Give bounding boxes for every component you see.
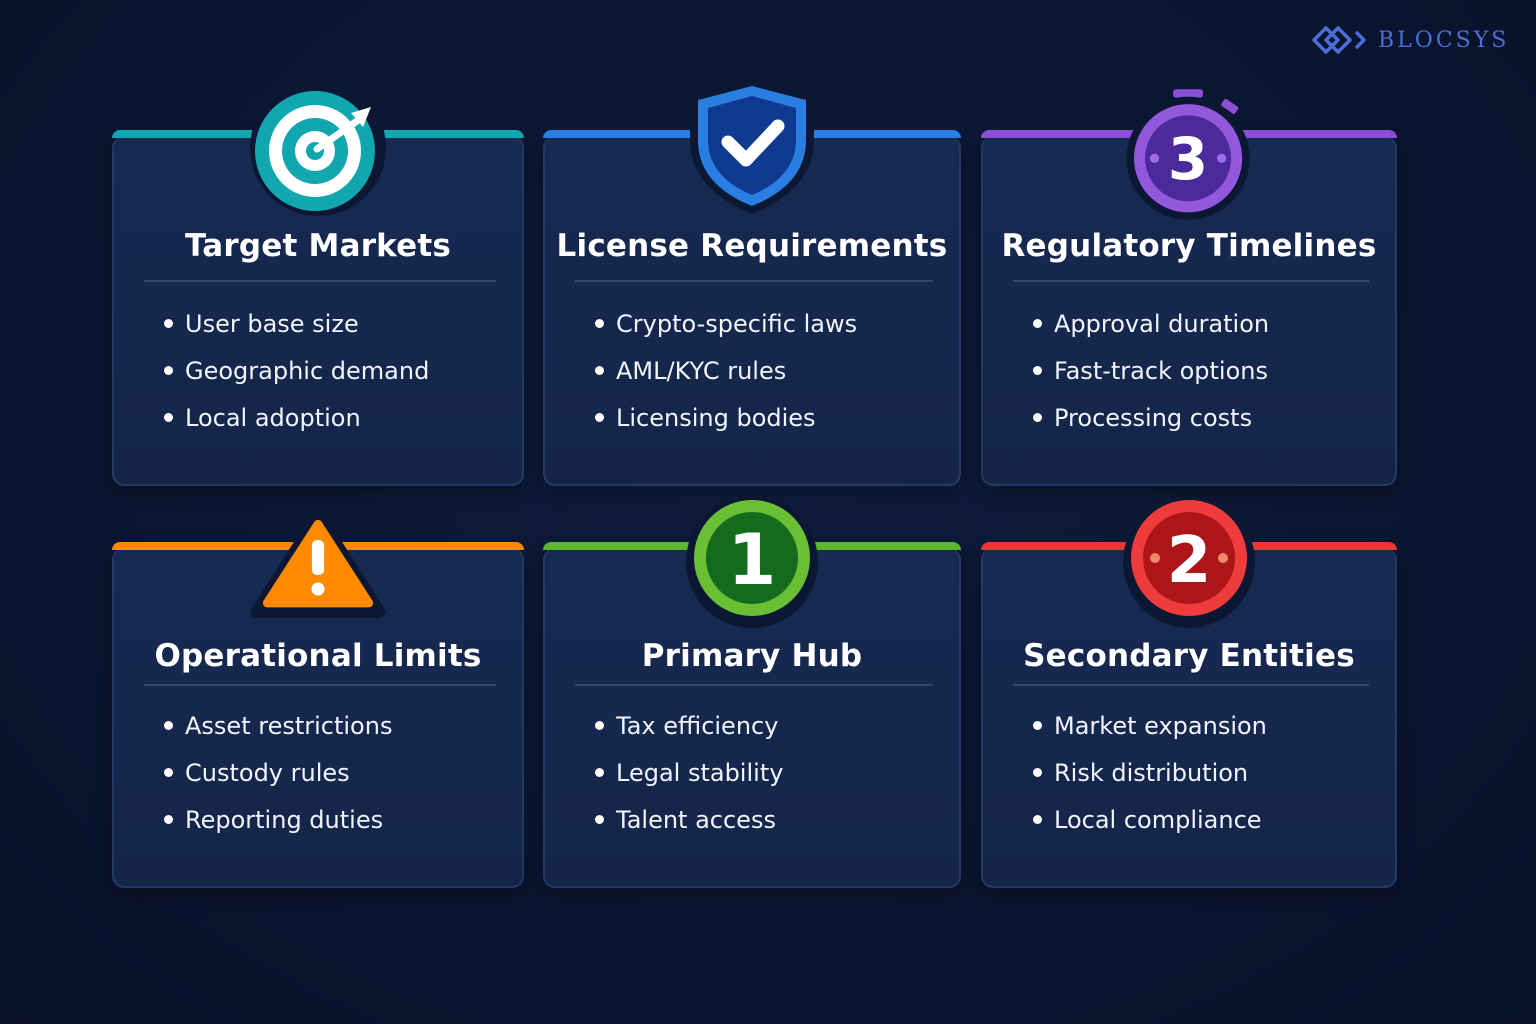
list-item: Talent access xyxy=(595,796,783,843)
card-license-requirements: License Requirements Crypto-specific law… xyxy=(543,78,961,486)
card-title: Primary Hub xyxy=(641,638,863,674)
card-secondary-entities: 2 Secondary Entities Market expansion Ri… xyxy=(981,496,1397,888)
divider xyxy=(575,684,933,686)
bullet-icon xyxy=(164,815,173,824)
list-item: Local adoption xyxy=(164,394,429,441)
warning-icon xyxy=(248,498,388,638)
svg-text:1: 1 xyxy=(728,519,777,601)
bullet-icon xyxy=(1033,721,1042,730)
card-regulatory-timelines: 3 Regulatory Timelines Approval duration… xyxy=(981,89,1397,486)
list-item: Crypto-specific laws xyxy=(595,300,857,347)
list-item: User base size xyxy=(164,300,429,347)
list-item: Geographic demand xyxy=(164,347,429,394)
list-item: Processing costs xyxy=(1033,394,1269,441)
brand-name: BLOCSYS xyxy=(1378,27,1510,53)
card-title: License Requirements xyxy=(556,228,948,264)
card-list: Crypto-specific laws AML/KYC rules Licen… xyxy=(595,300,857,441)
bullet-icon xyxy=(1033,413,1042,422)
card-primary-hub: 1 Primary Hub Tax efficiency Legal stabi… xyxy=(543,496,961,888)
card-list: Market expansion Risk distribution Local… xyxy=(1033,702,1267,843)
list-item: Risk distribution xyxy=(1033,749,1267,796)
list-item: Approval duration xyxy=(1033,300,1269,347)
divider xyxy=(1013,684,1369,686)
card-title: Target Markets xyxy=(184,228,452,264)
list-item: Custody rules xyxy=(164,749,392,796)
list-item: Licensing bodies xyxy=(595,394,857,441)
list-item: Asset restrictions xyxy=(164,702,392,749)
card-list: Tax efficiency Legal stability Talent ac… xyxy=(595,702,783,843)
bullet-icon xyxy=(1033,319,1042,328)
card-title: Operational Limits xyxy=(154,638,482,674)
bullet-icon xyxy=(595,815,604,824)
list-item: Fast-track options xyxy=(1033,347,1269,394)
list-item: Local compliance xyxy=(1033,796,1267,843)
list-item: Reporting duties xyxy=(164,796,392,843)
svg-text:3: 3 xyxy=(1168,125,1208,193)
bullet-icon xyxy=(595,413,604,422)
bullet-icon xyxy=(1033,366,1042,375)
bullet-icon xyxy=(595,366,604,375)
bullet-icon xyxy=(164,319,173,328)
bullet-icon xyxy=(595,721,604,730)
card-title: Secondary Entities xyxy=(1023,638,1355,674)
card-list: Asset restrictions Custody rules Reporti… xyxy=(164,702,392,843)
card-target-markets: Target Markets User base size Geographic… xyxy=(112,80,524,486)
bullet-icon xyxy=(164,768,173,777)
number-two-badge-icon: 2 xyxy=(1119,496,1259,636)
number-one-badge-icon: 1 xyxy=(682,496,822,636)
card-list: User base size Geographic demand Local a… xyxy=(164,300,429,441)
bullet-icon xyxy=(164,366,173,375)
divider xyxy=(144,280,496,282)
bullet-icon xyxy=(595,319,604,328)
card-title: Regulatory Timelines xyxy=(1001,228,1377,264)
list-item: Market expansion xyxy=(1033,702,1267,749)
bullet-icon xyxy=(595,768,604,777)
bullet-icon xyxy=(1033,815,1042,824)
divider xyxy=(575,280,933,282)
divider xyxy=(144,684,496,686)
card-list: Approval duration Fast-track options Pro… xyxy=(1033,300,1269,441)
brand-logo: BLOCSYS xyxy=(1310,20,1509,60)
target-icon xyxy=(248,78,388,218)
bullet-icon xyxy=(1033,768,1042,777)
card-operational-limits: Operational Limits Asset restrictions Cu… xyxy=(112,509,524,888)
bullet-icon xyxy=(164,413,173,422)
bullet-icon xyxy=(164,721,173,730)
list-item: AML/KYC rules xyxy=(595,347,857,394)
divider xyxy=(1013,280,1369,282)
shield-check-icon xyxy=(682,78,822,218)
list-item: Tax efficiency xyxy=(595,702,783,749)
svg-text:2: 2 xyxy=(1167,524,1212,598)
stopwatch-icon: 3 xyxy=(1119,78,1259,220)
list-item: Legal stability xyxy=(595,749,783,796)
blocsys-logo-icon xyxy=(1312,26,1366,54)
